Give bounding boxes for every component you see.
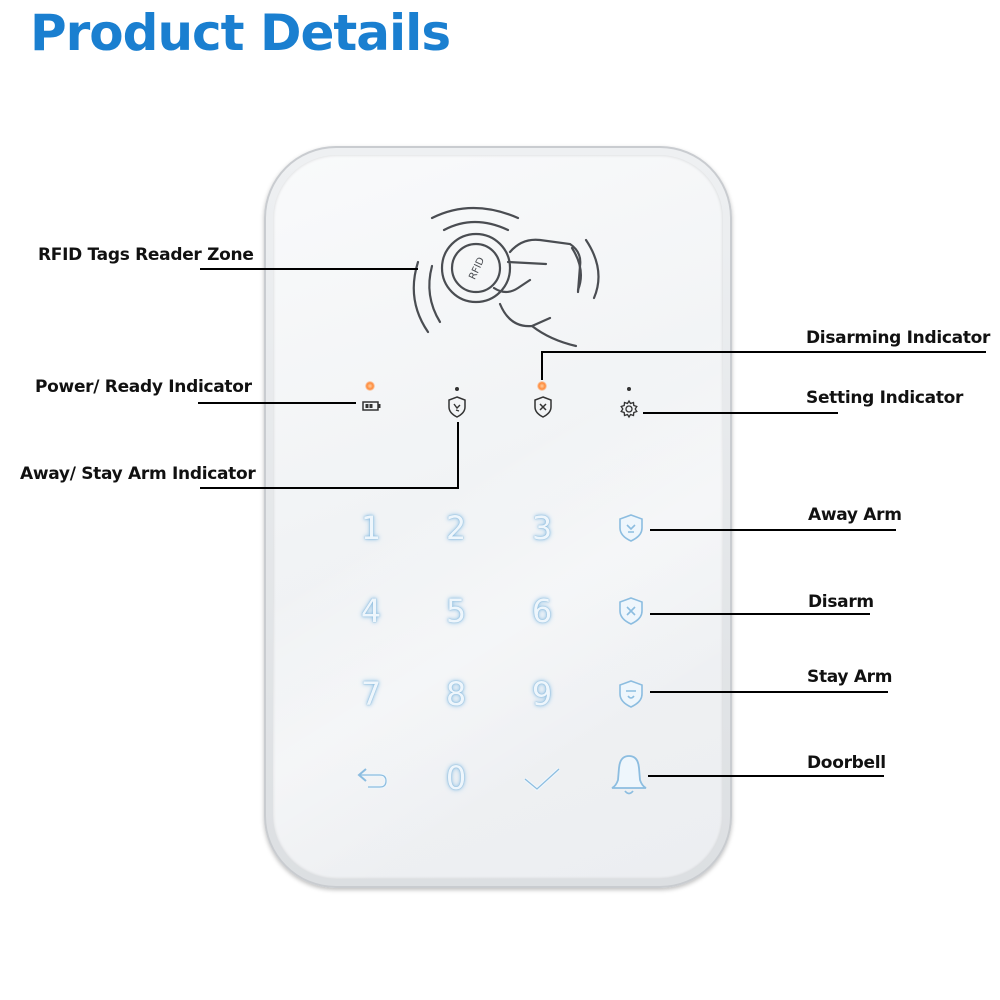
- label-away-stay-arm-indicator: Away/ Stay Arm Indicator: [20, 464, 256, 484]
- page-title: Product Details: [30, 4, 451, 62]
- key-7[interactable]: 7: [360, 675, 382, 713]
- key-1[interactable]: 1: [360, 509, 382, 547]
- key-3[interactable]: 3: [531, 509, 553, 547]
- shield-stay-icon: [619, 680, 643, 708]
- label-power-ready: Power/ Ready Indicator: [35, 377, 252, 397]
- disarm-led: [537, 381, 547, 391]
- label-stay-arm: Stay Arm: [807, 667, 893, 687]
- battery-icon: [362, 401, 381, 411]
- label-disarming-indicator: Disarming Indicator: [806, 328, 991, 348]
- label-doorbell: Doorbell: [807, 753, 886, 773]
- key-back[interactable]: [346, 753, 396, 803]
- key-0[interactable]: 0: [445, 759, 467, 797]
- key-4[interactable]: 4: [360, 592, 382, 630]
- label-disarm: Disarm: [808, 592, 874, 612]
- arm-indicator-dot: [455, 387, 459, 391]
- leader-away-stay: [200, 422, 459, 489]
- shield-arm-icon: [448, 396, 466, 418]
- shield-x-icon: [534, 396, 552, 418]
- label-away-arm: Away Arm: [808, 505, 902, 525]
- back-arrow-icon: [357, 768, 388, 789]
- label-rfid-zone: RFID Tags Reader Zone: [38, 245, 254, 265]
- bell-icon: [611, 755, 647, 795]
- key-doorbell[interactable]: [604, 750, 654, 800]
- gear-icon: [620, 399, 638, 419]
- key-2[interactable]: 2: [445, 509, 467, 547]
- label-setting-indicator: Setting Indicator: [806, 388, 964, 408]
- shield-away-icon: [619, 514, 643, 542]
- key-9[interactable]: 9: [531, 675, 553, 713]
- check-icon: [523, 767, 561, 792]
- key-confirm[interactable]: [517, 753, 567, 803]
- key-disarm[interactable]: [606, 586, 656, 636]
- setting-indicator-dot: [627, 387, 631, 391]
- leader-disarming: [541, 351, 986, 380]
- key-5[interactable]: 5: [445, 592, 467, 630]
- power-led: [365, 381, 375, 391]
- key-away-arm[interactable]: [606, 503, 656, 553]
- key-8[interactable]: 8: [445, 675, 467, 713]
- shield-disarm-icon: [619, 597, 643, 625]
- key-stay-arm[interactable]: [606, 669, 656, 719]
- key-6[interactable]: 6: [531, 592, 553, 630]
